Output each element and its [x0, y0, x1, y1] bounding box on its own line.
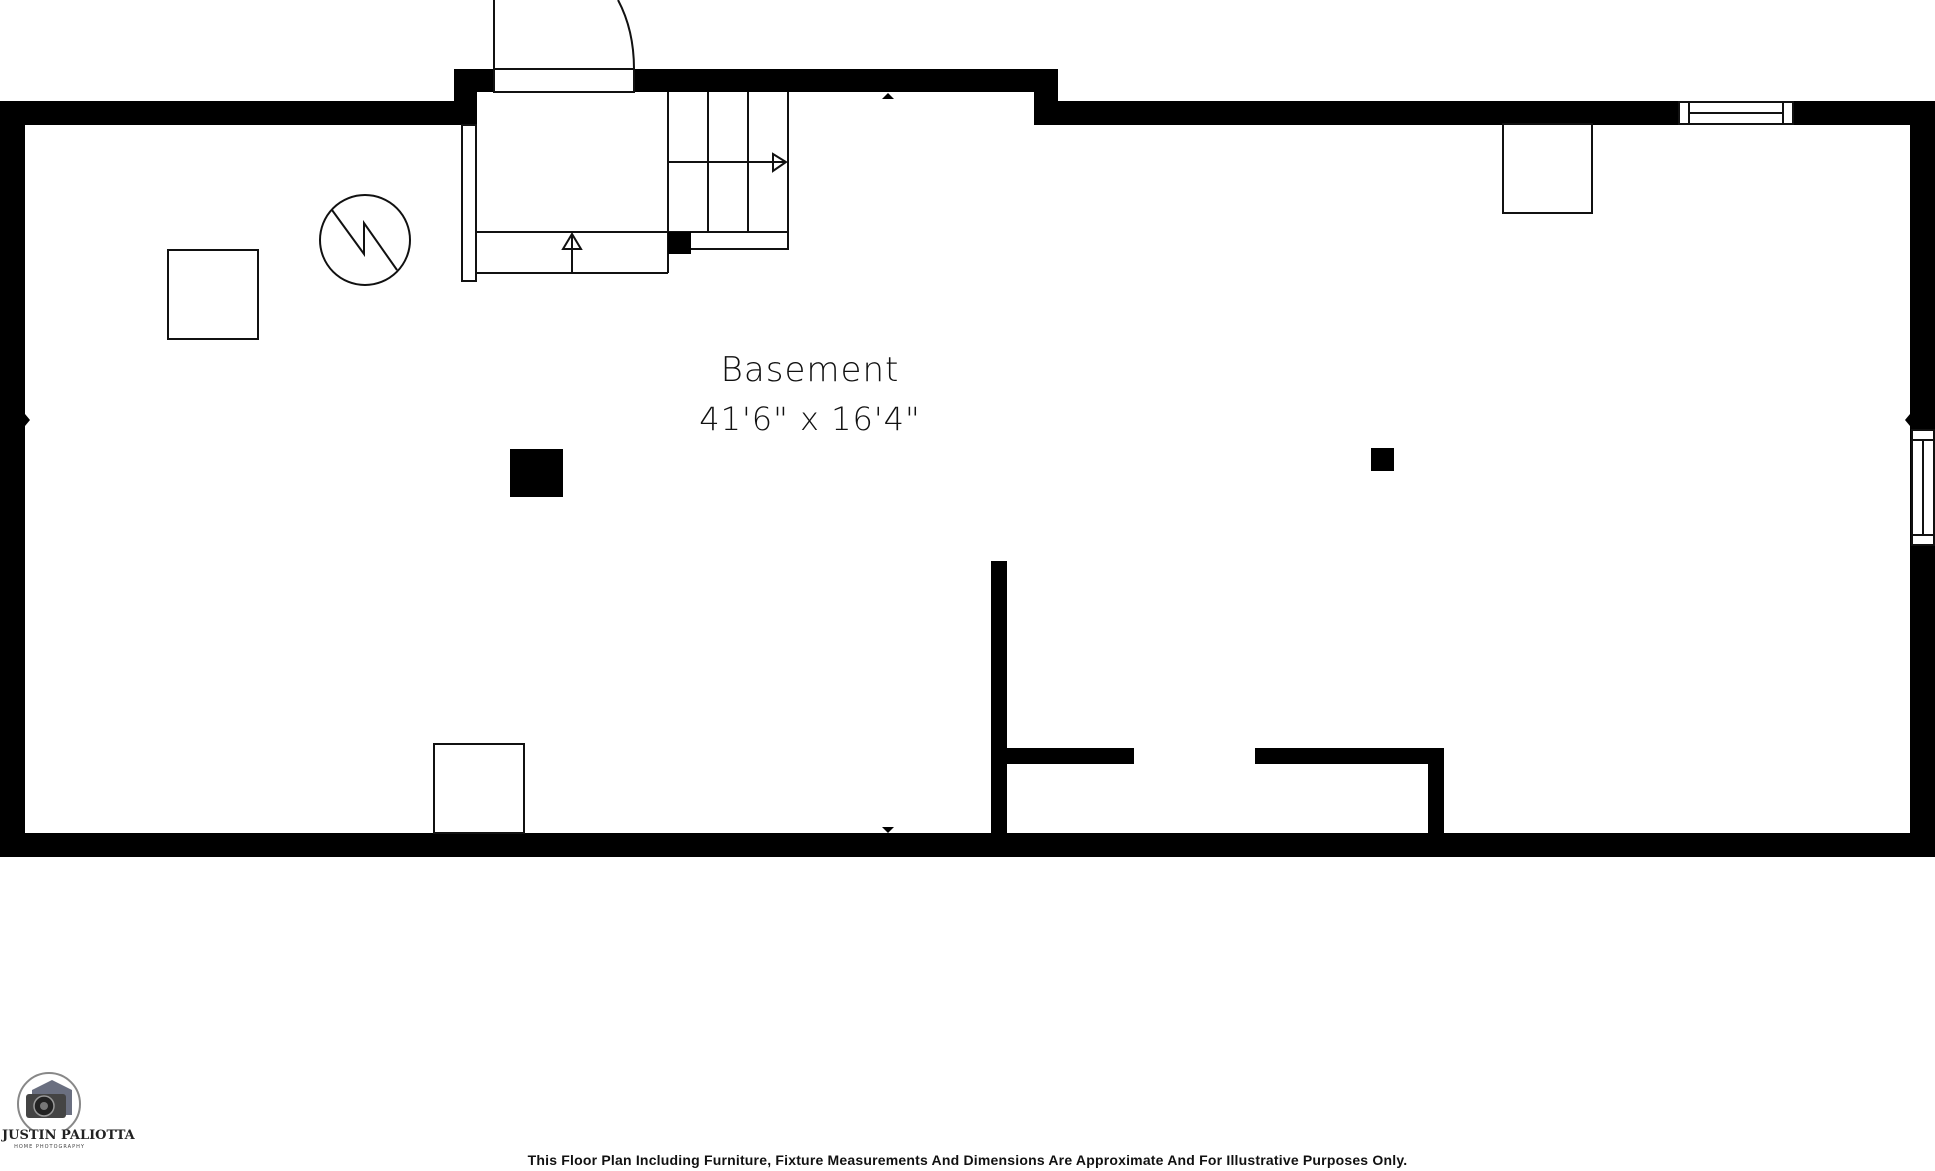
water-heater-icon [319, 194, 411, 286]
support-post-left [510, 449, 563, 497]
dimension-markers [25, 93, 1910, 833]
room-name: Basement [720, 350, 900, 390]
appliance-box-upper-right [1502, 123, 1593, 214]
camera-house-icon [17, 1072, 81, 1130]
interior-walls [991, 561, 1444, 857]
exterior-walls [0, 69, 1935, 857]
logo-brand: JUSTIN PALIOTTA [2, 1128, 135, 1143]
disclaimer: This Floor Plan Including Furniture, Fix… [527, 1152, 1408, 1168]
appliance-box-lower-left [433, 743, 525, 834]
staircase [461, 92, 789, 282]
door [493, 0, 635, 93]
support-post-right [1371, 448, 1394, 471]
window-top [1678, 101, 1794, 125]
logo: JUSTIN PALIOTTA HOME PHOTOGRAPHY [2, 1070, 135, 1160]
fixtures [167, 123, 1593, 834]
appliance-box-upper-left [167, 249, 259, 340]
window-right [1911, 429, 1935, 546]
logo-tagline: HOME PHOTOGRAPHY [14, 1144, 85, 1150]
room-dimensions: 41'6" x 16'4" [699, 400, 921, 438]
